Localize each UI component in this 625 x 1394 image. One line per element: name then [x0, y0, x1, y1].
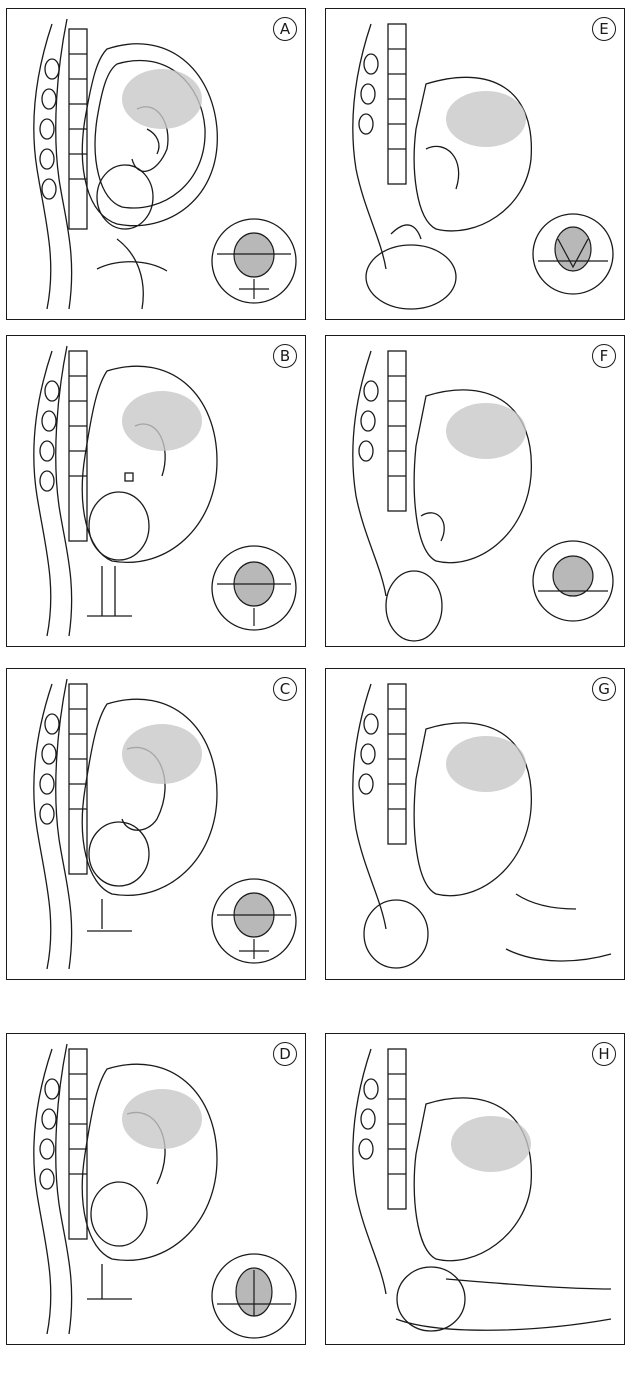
panel-a: A	[6, 8, 306, 320]
panel-b: B	[6, 335, 306, 647]
panel-c: C	[6, 668, 306, 980]
birth-stage-illustration	[7, 336, 306, 647]
panel-d: D	[6, 1033, 306, 1345]
birth-stage-illustration	[326, 1034, 625, 1345]
birth-stage-illustration	[326, 9, 625, 320]
birth-stage-illustration	[7, 669, 306, 980]
panel-label: G	[592, 677, 616, 701]
panel-e: E	[325, 8, 625, 320]
panel-label: B	[273, 344, 297, 368]
panel-label: E	[592, 17, 616, 41]
panel-label: D	[273, 1042, 297, 1066]
birth-stage-illustration	[326, 336, 625, 647]
panel-h: H	[325, 1033, 625, 1345]
birth-stage-illustration	[7, 9, 306, 320]
panel-label: A	[273, 17, 297, 41]
birth-stage-illustration	[7, 1034, 306, 1345]
panel-f: F	[325, 335, 625, 647]
panel-label: F	[592, 344, 616, 368]
panel-g: G	[325, 668, 625, 980]
birth-stage-illustration	[326, 669, 625, 980]
panel-label: H	[592, 1042, 616, 1066]
panel-label: C	[273, 677, 297, 701]
